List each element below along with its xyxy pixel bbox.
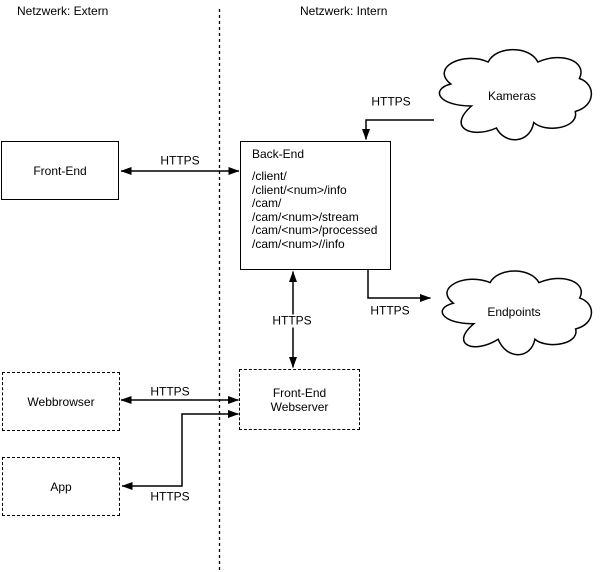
- kameras-cloud: [438, 49, 593, 141]
- node-front-end: Front-End: [1, 141, 119, 200]
- node-app-label: App: [50, 479, 72, 494]
- edge-label-webbrowser-webserver: HTTPS: [148, 384, 192, 399]
- node-back-end-routes: /client/ /client/<num>/info /cam/ /cam/<…: [252, 169, 378, 251]
- zone-label-intern: Netzwerk: Intern: [300, 4, 388, 18]
- backend-route: /cam/<num>/stream: [252, 209, 359, 224]
- backend-route: /cam/<num>/processed: [252, 223, 378, 237]
- node-back-end-title: Back-End: [252, 147, 305, 161]
- backend-route: /client/: [252, 169, 287, 183]
- node-webbrowser-label: Webbrowser: [27, 394, 95, 409]
- edge-label-app-webserver: HTTPS: [148, 489, 192, 504]
- endpoints-cloud: [441, 270, 593, 356]
- node-frontend-webserver-label-line1: Front-End: [272, 385, 327, 400]
- node-frontend-webserver: Front-End Webserver: [239, 369, 360, 430]
- backend-route: /cam/<num>//info: [252, 236, 345, 251]
- endpoints-cloud-label: Endpoints: [487, 305, 541, 319]
- node-back-end: Back-End /client/ /client/<num>/info /ca…: [240, 141, 391, 270]
- edge-app-webserver: [121, 410, 239, 490]
- edge-label-frontend-backend: HTTPS: [158, 153, 202, 168]
- edge-backend-endpoints: [367, 270, 431, 302]
- backend-route: /client/<num>/info: [252, 182, 347, 197]
- node-webbrowser: Webbrowser: [2, 372, 120, 431]
- edge-label-backend-webserver: HTTPS: [270, 313, 314, 328]
- zone-label-extern: Netzwerk: Extern: [17, 4, 109, 18]
- kameras-cloud-label: Kameras: [487, 89, 537, 103]
- node-front-end-label: Front-End: [33, 163, 87, 178]
- edge-label-kameras-backend: HTTPS: [369, 94, 413, 109]
- node-app: App: [2, 457, 120, 516]
- edge-label-backend-endpoints: HTTPS: [368, 303, 412, 318]
- edge-kameras-backend: [362, 119, 434, 140]
- backend-route: /cam/: [252, 196, 282, 210]
- node-frontend-webserver-label-line2: Webserver: [270, 399, 329, 414]
